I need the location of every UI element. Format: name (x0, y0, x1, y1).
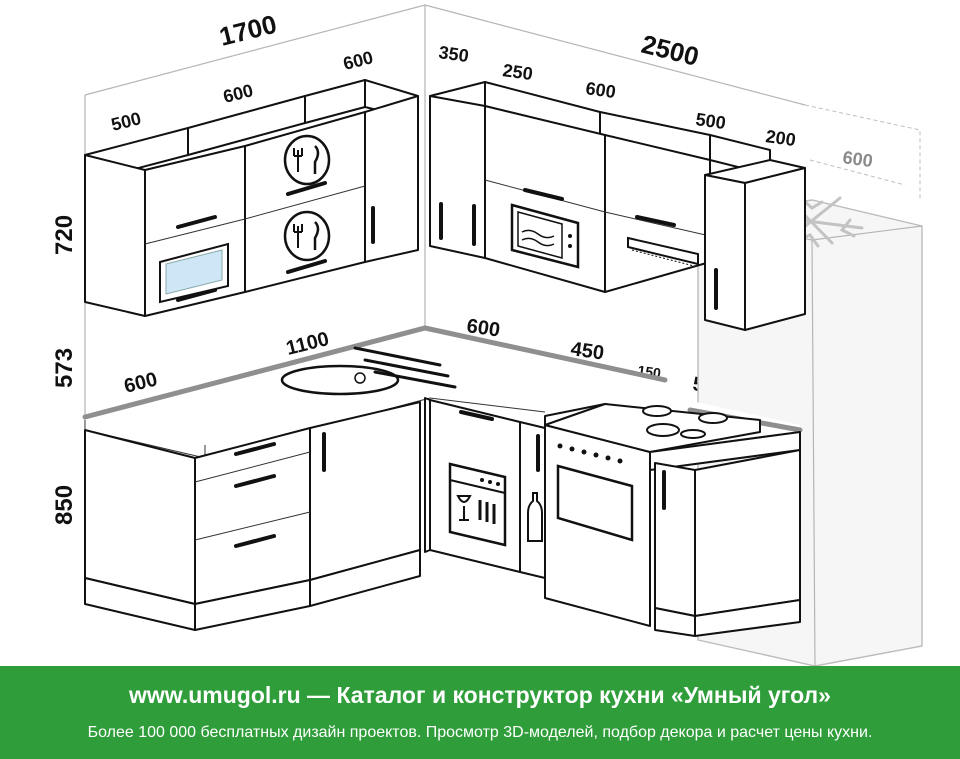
dim-upper-left-total: 1700 (216, 9, 279, 52)
dim-upper-right-seg: 200 (764, 126, 797, 150)
oven-icon (556, 464, 634, 542)
kitchen-diagram: 1700 2500 500 600 600 350 250 600 500 20… (51, 4, 923, 666)
banner-title[interactable]: www.umugol.ru — Каталог и конструктор ку… (129, 682, 831, 708)
dim-height-base: 850 (51, 485, 78, 525)
dim-upper-right-seg: 350 (437, 42, 470, 66)
dimension-labels: 1700 2500 500 600 600 350 250 600 500 20… (51, 9, 874, 525)
dim-upper-right-seg: 500 (694, 109, 727, 133)
banner-subtitle: Более 100 000 бесплатных дизайн проектов… (87, 724, 873, 741)
sink (280, 346, 457, 396)
bottle-icon (527, 492, 543, 542)
cooker-hood-icon (627, 236, 699, 267)
gas-hob-icon (642, 405, 728, 439)
dim-upper-left-seg: 500 (109, 108, 143, 135)
dim-upper-left-seg: 600 (221, 80, 255, 107)
microwave-icon (510, 203, 580, 269)
dim-upper-right-total: 2500 (639, 29, 702, 72)
plate-cutlery-icon (283, 210, 331, 262)
dishwasher-icon (448, 462, 507, 547)
dim-fridge-depth: 600 (841, 147, 874, 171)
stove (544, 403, 761, 627)
upper-cabinets-left (84, 79, 419, 317)
dim-height-upper: 720 (51, 215, 78, 255)
microwave-icon (159, 242, 229, 304)
plate-cutlery-icon (283, 134, 331, 186)
stove-knobs (557, 443, 623, 464)
upper-cabinets-right (429, 81, 806, 331)
base-cabinets-right (424, 397, 546, 579)
dim-upper-left-seg: 600 (341, 47, 375, 74)
base-cabinets-left (84, 401, 421, 631)
dim-upper-right-seg: 250 (501, 60, 534, 84)
dim-counter-left: 600 (122, 368, 160, 397)
base-cabinet-corner (649, 431, 801, 637)
footer-banner: www.umugol.ru — Каталог и конструктор ку… (0, 666, 960, 759)
dim-height-gap: 573 (51, 348, 78, 388)
dim-upper-right-seg: 600 (584, 78, 617, 102)
